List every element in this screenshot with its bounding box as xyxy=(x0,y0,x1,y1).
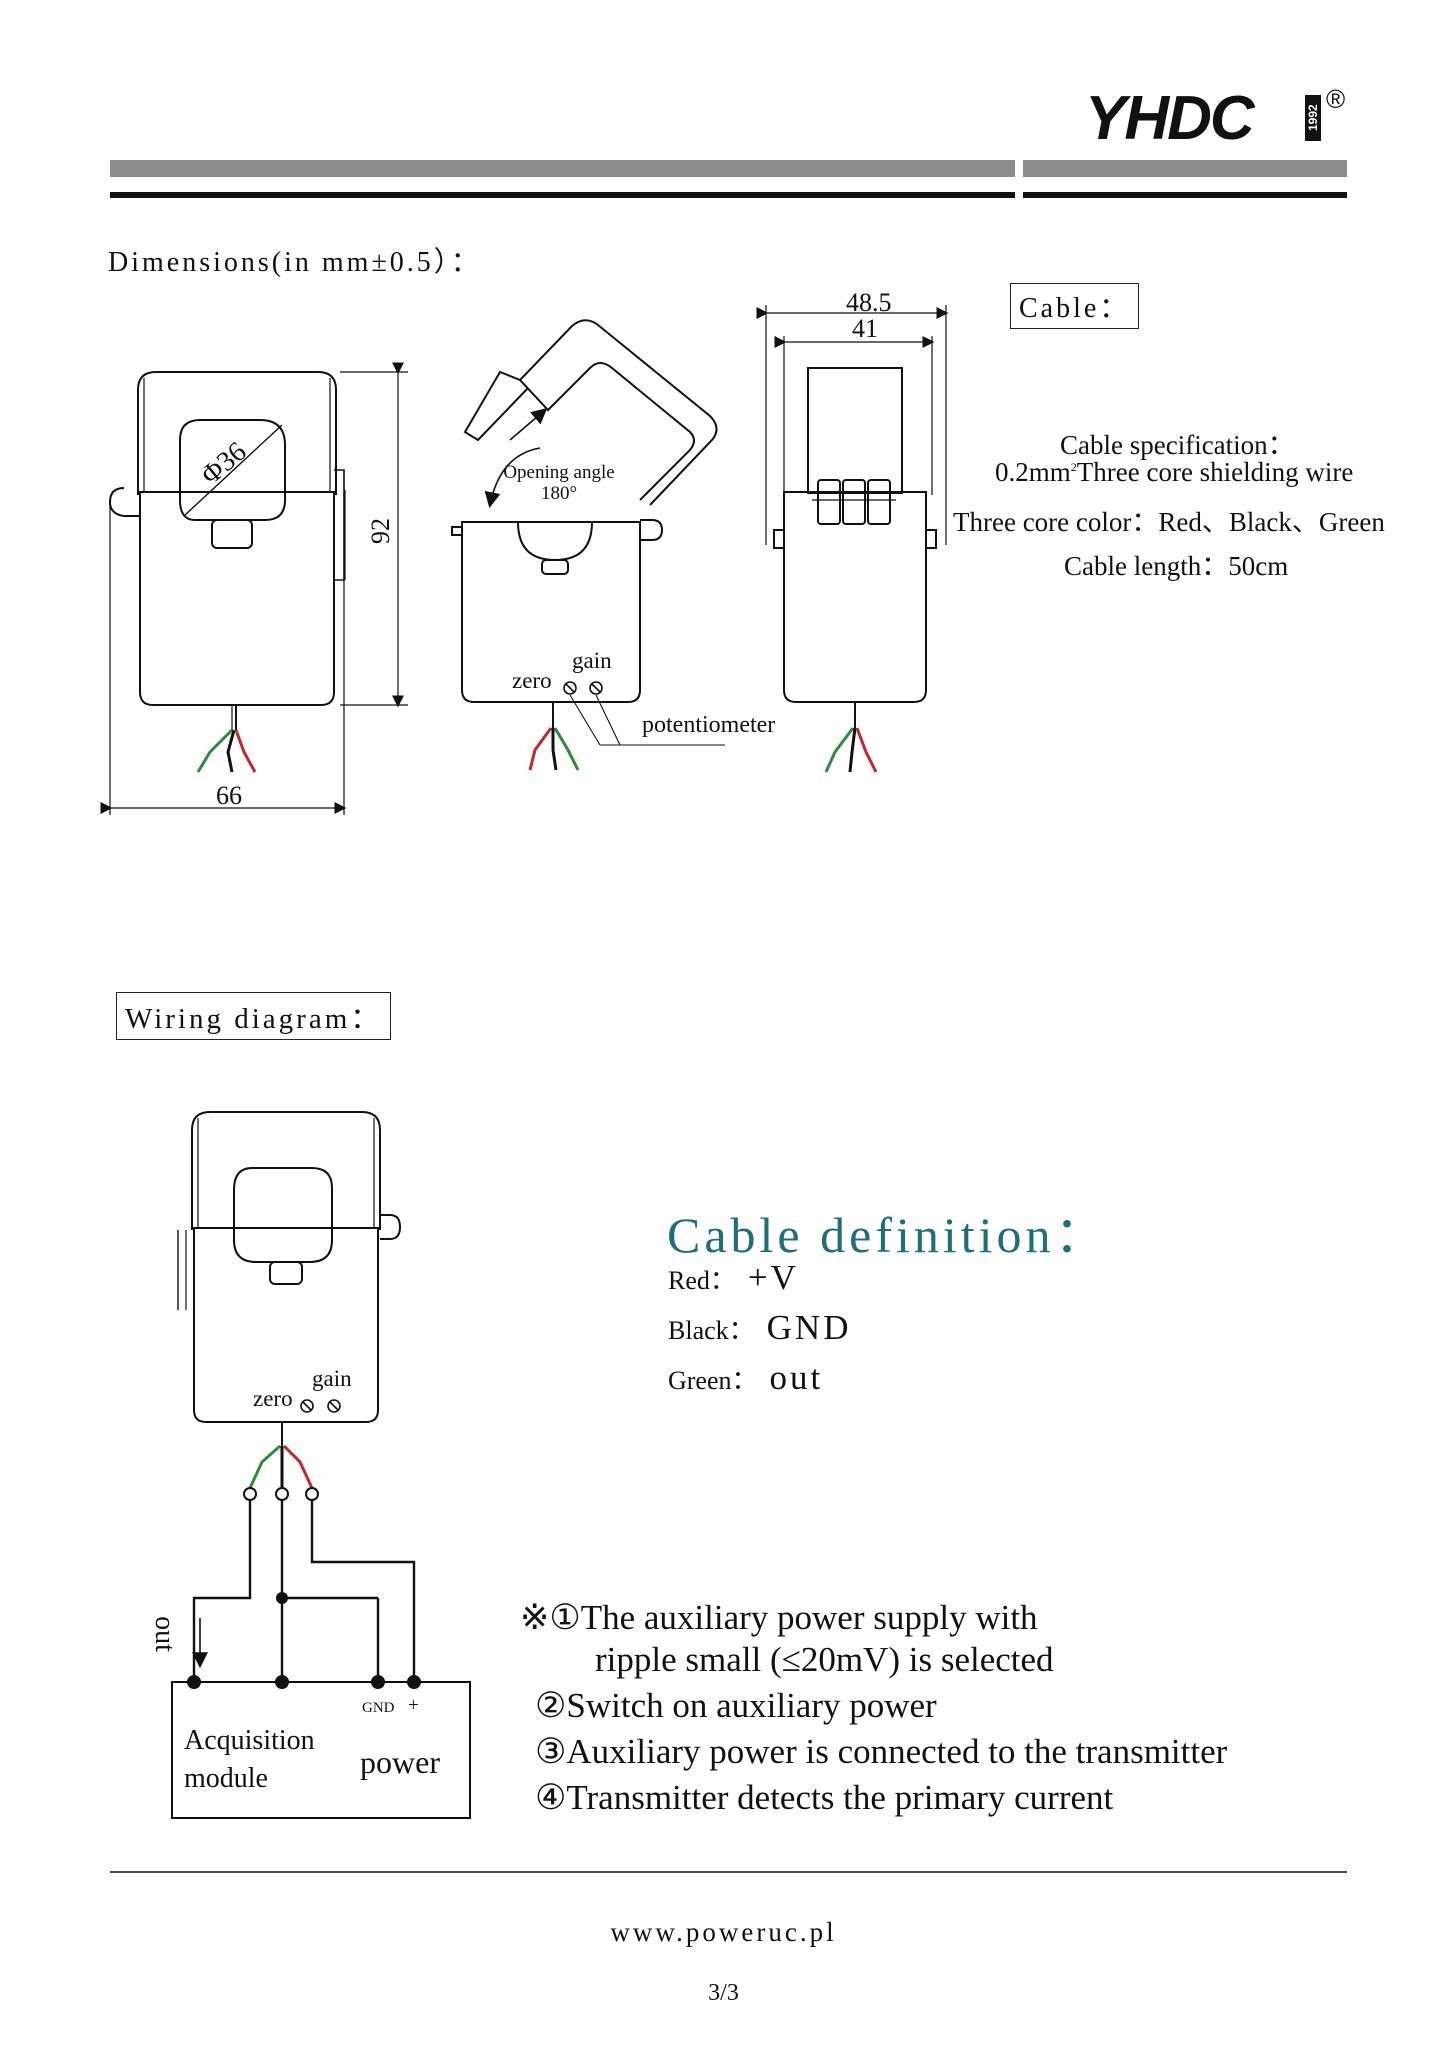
brand-logo: YHDC xyxy=(1085,84,1255,153)
wiring-circuit xyxy=(171,1487,471,1819)
page-number: 3/3 xyxy=(708,1980,739,2006)
opening-angle-label: Opening angle 180° xyxy=(503,462,615,504)
depth-inner-label: 41 xyxy=(852,314,878,343)
front-body xyxy=(139,491,335,706)
registered-mark: ® xyxy=(1326,84,1346,114)
side-view xyxy=(773,367,937,728)
width-label: 66 xyxy=(216,781,242,810)
cable-def-row-green: Green：out xyxy=(668,1358,824,1397)
front-wires xyxy=(196,728,257,773)
plus-label: + xyxy=(408,1695,419,1716)
front-left-ear xyxy=(108,487,140,517)
open-wires xyxy=(528,727,580,771)
side-dimensions xyxy=(756,305,949,545)
side-top-block xyxy=(807,367,903,494)
note-line-3: ②Switch on auxiliary power xyxy=(535,1686,937,1725)
open-view xyxy=(451,319,725,746)
note-line-1: ※①The auxiliary power supply with xyxy=(520,1598,1038,1637)
header-bar-gray-left xyxy=(110,160,1015,177)
note-line-4: ③Auxiliary power is connected to the tra… xyxy=(535,1732,1228,1771)
cable-box: Cable： xyxy=(1010,283,1140,329)
header-bar-black-right xyxy=(1023,192,1347,198)
acquisition-module-label: Acquisition module xyxy=(184,1725,315,1794)
potentiometer-label: potentiometer xyxy=(642,712,776,738)
cable-def-row-black: Black：GND xyxy=(668,1308,852,1347)
open-clamp xyxy=(518,319,718,506)
out-label: out xyxy=(148,1616,180,1652)
cable-def-row-red: Red：+V xyxy=(668,1258,799,1297)
wiring-gain-label: gain xyxy=(312,1366,352,1391)
open-gain-label: gain xyxy=(572,648,612,673)
header-bar-black-left xyxy=(110,192,1015,198)
angle-arc xyxy=(484,447,541,509)
cable-spec-line: 0.2mm2Three core shielding wire xyxy=(995,457,1354,487)
front-view xyxy=(108,371,346,730)
dimensions-title: Dimensions(in mm±0.5）： xyxy=(108,247,482,278)
note-line-5: ④Transmitter detects the primary current xyxy=(535,1778,1114,1817)
front-right-ear xyxy=(334,469,345,581)
open-zero-label: zero xyxy=(512,668,552,693)
diameter-line xyxy=(184,424,283,516)
power-label: power xyxy=(360,1744,440,1780)
wiring-zero-label: zero xyxy=(253,1386,293,1411)
header-bar-gray-right xyxy=(1023,160,1347,177)
depth-outer-label: 48.5 xyxy=(846,288,892,317)
side-wires xyxy=(824,727,878,773)
front-tab xyxy=(211,519,253,549)
cable-color-line: Three core color：Red、Black、Green xyxy=(953,507,1385,537)
cable-spec-title: Cable specification： xyxy=(1060,430,1295,460)
front-clamp-top xyxy=(137,371,337,495)
note-line-2: ripple small (≤20mV) is selected xyxy=(595,1640,1054,1679)
gnd-label: GND xyxy=(362,1700,395,1716)
wiring-sensor xyxy=(177,1111,402,1446)
front-window xyxy=(179,419,286,521)
wiring-wires xyxy=(248,1444,314,1489)
wiring-diagram-box: Wiring diagram： xyxy=(116,992,392,1040)
cable-length-line: Cable length：50cm xyxy=(1064,551,1289,581)
open-body xyxy=(461,521,641,703)
front-dimensions xyxy=(100,362,408,815)
side-body xyxy=(783,491,927,703)
open-notch xyxy=(517,521,593,562)
cable-definition-title: Cable definition： xyxy=(667,1207,1109,1263)
wiring-nodes xyxy=(187,1592,421,1689)
height-label: 92 xyxy=(366,518,395,544)
footer-url[interactable]: www.poweruc.pl xyxy=(610,1917,837,1947)
